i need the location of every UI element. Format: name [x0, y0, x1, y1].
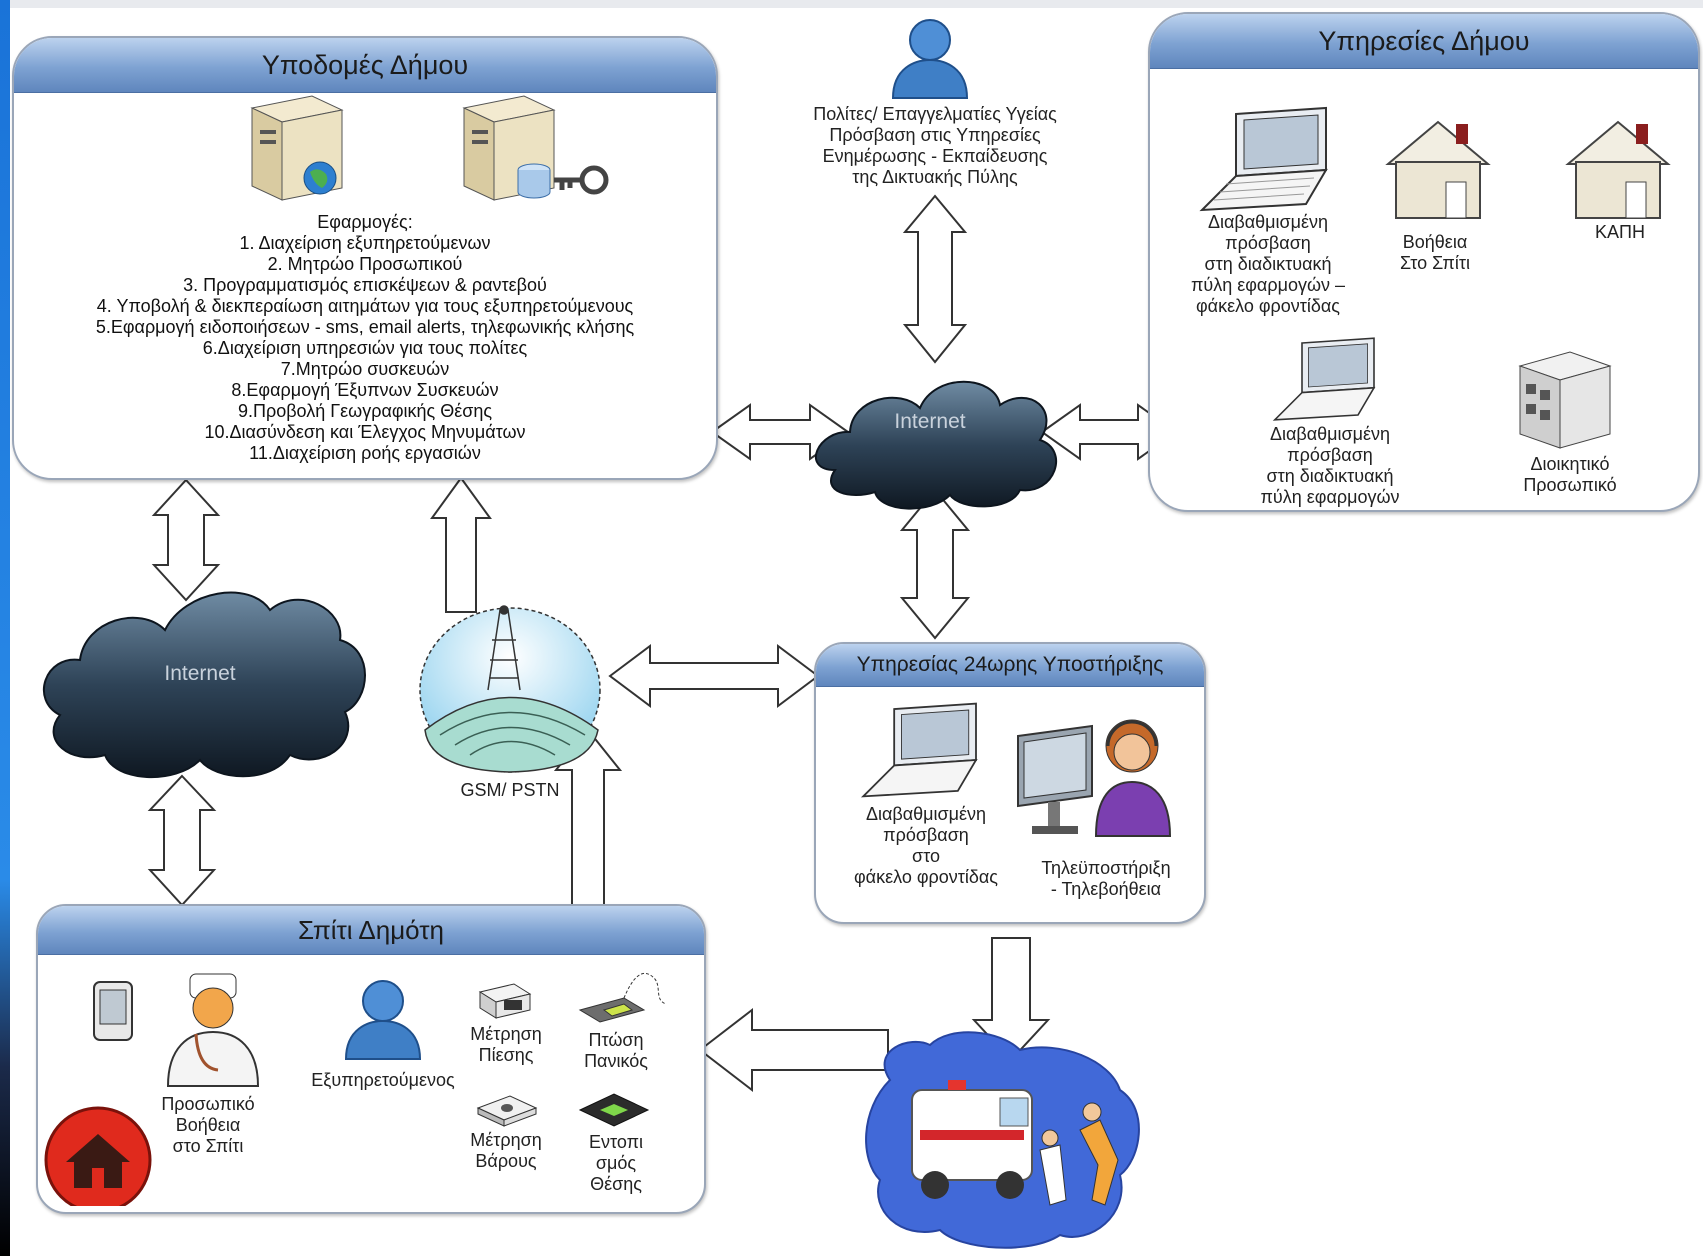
arrow-citizens-internet — [902, 194, 968, 364]
app-item: 3. Προγραμματισμός επισκέψεων & ραντεβού — [183, 275, 547, 295]
citizens-description: Πολίτες/ Επαγγελματίες Υγείας Πρόσβαση σ… — [813, 104, 1057, 187]
internet-label-left: Internet — [164, 662, 236, 685]
gps-chip-icon — [578, 1093, 650, 1127]
arrow-cloud-home — [147, 774, 217, 907]
web-server-icon — [250, 95, 344, 201]
arrow-gsm-infra — [430, 476, 492, 613]
home-panel-title: Σπίτι Δημότη — [38, 906, 704, 955]
apps-heading: Εφαρμογές: — [317, 212, 413, 232]
kapi-caption: ΚΑΠΗ — [1594, 222, 1645, 242]
app-item: 2. Μητρώο Προσωπικού — [267, 254, 463, 274]
database-server-icon — [462, 95, 609, 201]
internet-cloud-left — [42, 591, 366, 778]
operator-headset-icon — [1017, 719, 1172, 837]
app-item: 10.Διασύνδεση και Έλεγχος Μηνυμάτων — [204, 422, 526, 442]
infra-panel-title: Υποδομές Δήμου — [14, 38, 716, 93]
support-panel: Υπηρεσίας 24ωρης Υποστήριξης Διαβαθμισμέ… — [814, 642, 1206, 924]
house-icon — [1565, 120, 1671, 219]
app-item: 5.Εφαρμογή ειδοποιήσεων - sms, email ale… — [95, 317, 635, 337]
arrow-ambulance-home — [698, 1007, 889, 1093]
weight-scale-icon — [476, 1095, 538, 1127]
client-user-icon — [344, 980, 422, 1060]
app-item: 8.Εφαρμογή Έξυπνων Συσκευών — [231, 380, 499, 400]
arrow-gsm-support — [608, 644, 820, 708]
app-item: 6.Διαχείριση υπηρεσιών για τους πολίτες — [202, 338, 528, 358]
blood-pressure-device-icon — [478, 983, 532, 1019]
infra-panel: Υποδομές Δήμου Εφαρμογές: 1. Διαχείριση … — [12, 36, 718, 480]
internet-cloud-center — [814, 380, 1058, 510]
client-caption: Εξυπηρετούμενος — [311, 1070, 455, 1090]
operator-caption: Τηλεϋποστήριξη- Τηλεβοήθεια — [1041, 858, 1171, 899]
house-icon — [1385, 120, 1491, 219]
mobile-phone-icon — [93, 981, 133, 1041]
gsm-label: GSM/ PSTN — [460, 780, 560, 800]
nurse-icon — [166, 973, 260, 1087]
laptop-icon — [1199, 106, 1328, 212]
services-panel-title: Υπηρεσίες Δήμου — [1150, 14, 1698, 69]
apps-list: Εφαρμογές: 1. Διαχείριση εξυπηρετούμενων… — [14, 212, 716, 464]
panic-button-icon — [578, 973, 667, 1023]
laptop-icon — [860, 702, 978, 798]
app-item: 11.Διαχείριση ροής εργασιών — [249, 443, 481, 463]
arrow-support-ambulance — [971, 937, 1051, 1062]
app-item: 7.Μητρώο συσκευών — [280, 359, 450, 379]
home-button-icon — [44, 1106, 152, 1206]
app-item: 9.Προβολή Γεωγραφικής Θέσης — [237, 401, 493, 421]
internet-label-center: Internet — [894, 410, 966, 433]
gsm-tower — [419, 605, 601, 773]
app-item: 1. Διαχείριση εξυπηρετούμενων — [239, 233, 491, 253]
citizen-user-icon — [891, 19, 969, 99]
support-panel-title: Υπηρεσίας 24ωρης Υποστήριξης — [816, 644, 1204, 687]
arrow-internet-support — [899, 488, 971, 640]
app-item: 4. Υποβολή & διεκπεραίωση αιτημάτων για … — [96, 296, 634, 316]
laptop-icon — [1272, 337, 1376, 421]
left-accent-bar — [0, 0, 10, 1256]
office-building-icon — [1518, 351, 1612, 449]
arrow-infra-cloud — [151, 478, 221, 602]
ambulance-scene — [865, 1031, 1140, 1249]
top-strip — [0, 0, 1703, 8]
